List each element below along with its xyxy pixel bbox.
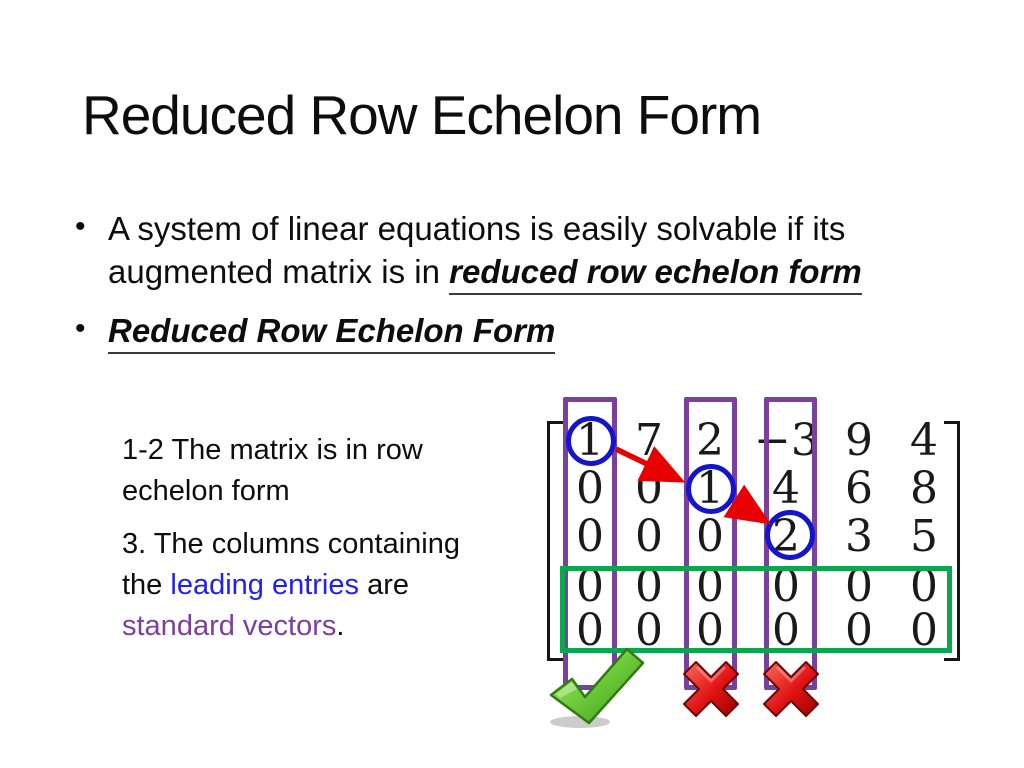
zero-rows-highlight-box — [560, 566, 952, 653]
notes-p2-line3: standard vectors. — [122, 606, 532, 647]
bullet1-line2: augmented matrix is in reduced row echel… — [108, 250, 975, 295]
matrix-cell: 5 — [910, 511, 938, 562]
bullet-dot: • — [75, 210, 86, 243]
bullet1-line2-prefix: augmented matrix is in — [108, 253, 450, 290]
matrix-left-bracket — [547, 421, 563, 661]
leading-entry-circle-3 — [765, 510, 815, 560]
bullet-dot: • — [75, 312, 86, 345]
matrix-cell: 0 — [576, 511, 604, 562]
notes-p2-line2: the leading entries are — [122, 565, 532, 606]
matrix-cell: 0 — [635, 463, 663, 514]
notes-p2-line3-suffix: . — [336, 610, 345, 642]
notes-paragraph-1: 1-2 The matrix is in row echelon form — [122, 430, 532, 512]
green-check-icon — [549, 647, 645, 728]
matrix-cell: 2 — [696, 415, 724, 466]
matrix-cell: 7 — [635, 415, 663, 466]
leading-entry-circle-1 — [566, 416, 616, 466]
standard-vectors-text: standard vectors — [122, 610, 337, 642]
bullet-item-1: • A system of linear equations is easily… — [75, 207, 975, 295]
notes-p1-line1: 1-2 The matrix is in row — [122, 434, 423, 466]
notes-p2-line2-suffix: are — [359, 569, 409, 601]
matrix-cell: 0 — [576, 605, 604, 656]
matrix-cell: 9 — [845, 415, 873, 466]
red-x-icon — [683, 661, 739, 717]
bullet1-emphasis: reduced row echelon form — [449, 253, 862, 295]
matrix-cell: 6 — [845, 463, 873, 514]
matrix-cell: 0 — [576, 463, 604, 514]
matrix-cell: 8 — [910, 463, 938, 514]
bullet-item-2: • Reduced Row Echelon Form — [75, 309, 975, 354]
matrix-cell: 0 — [696, 605, 724, 656]
conditions-notes: 1-2 The matrix is in row echelon form 3.… — [122, 430, 532, 647]
matrix-right-bracket — [944, 421, 960, 661]
matrix-cell: 0 — [772, 605, 800, 656]
notes-p2-line1: 3. The columns containing — [122, 528, 461, 560]
notes-p2-line2-prefix: the — [122, 569, 171, 601]
red-x-icon — [763, 661, 819, 717]
matrix-cell: 0 — [696, 511, 724, 562]
column-highlight-box-1 — [563, 397, 617, 690]
leading-entry-circle-2 — [686, 464, 736, 514]
matrix-cell: 0 — [635, 511, 663, 562]
matrix-cell: 0 — [910, 605, 938, 656]
bullet1-line1: A system of linear equations is easily s… — [108, 210, 846, 247]
bullet2-line: Reduced Row Echelon Form — [108, 309, 975, 354]
bullet2-emphasis: Reduced Row Echelon Form — [108, 312, 556, 354]
matrix-cell: 3 — [845, 511, 873, 562]
notes-paragraph-2: 3. The columns containing the leading en… — [122, 524, 532, 647]
leading-entries-text: leading entries — [170, 569, 360, 601]
slide-title: Reduced Row Echelon Form — [82, 84, 762, 146]
matrix-cell: 0 — [635, 605, 663, 656]
matrix-cell: 0 — [845, 605, 873, 656]
notes-p1-line2: echelon form — [122, 475, 290, 507]
bullet-list: • A system of linear equations is easily… — [75, 207, 975, 354]
matrix-cell: 4 — [910, 415, 938, 466]
matrix-cell: 4 — [772, 463, 800, 514]
